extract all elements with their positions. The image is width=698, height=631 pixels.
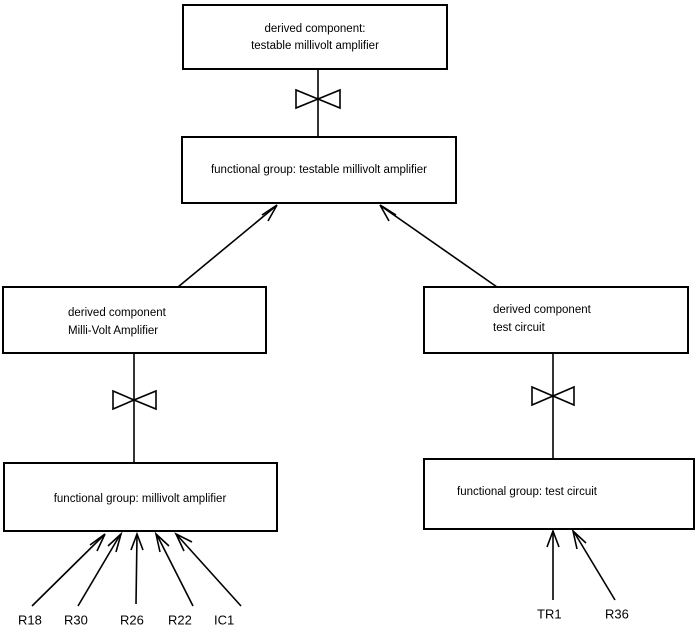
leaf-arrow-head-ic1 <box>174 532 193 552</box>
node-label-fg-test-circuit-line1: functional group: test circuit <box>457 486 598 498</box>
node-box-fg-millivolt-amplifier[interactable] <box>3 462 278 532</box>
leaf-label-r22: R22 <box>168 612 192 627</box>
leaf-arrow-line-r30 <box>77 534 121 607</box>
arrow-head-millivolt-to-testable <box>261 204 278 222</box>
leaf-arrows-test-circuit-group <box>546 528 616 601</box>
leaf-arrow-head-r36 <box>571 528 587 550</box>
leaf-label-tr1: TR1 <box>537 606 562 621</box>
leaf-arrows-millivolt-group <box>31 531 242 607</box>
node-label-derived-testable-line1: derived component: <box>264 23 365 35</box>
node-box-derived-test-circuit[interactable] <box>423 286 689 354</box>
connector-line-millivolt-to-testable <box>177 205 277 288</box>
node-box-derived-testable-millivolt-amplifier[interactable] <box>182 4 448 70</box>
node-label-fg-testable-line1: functional group: testable millivolt amp… <box>211 164 427 176</box>
bowtie-icon-derived-to-fg-test-circuit <box>531 385 575 407</box>
leaf-arrow-line-r26 <box>135 534 138 605</box>
node-box-fg-testable-millivolt-amplifier[interactable] <box>181 136 457 204</box>
leaf-arrow-head-r26 <box>130 531 144 551</box>
connector-line-test-circuit-to-testable <box>380 205 498 288</box>
leaf-label-r30: R30 <box>64 612 88 627</box>
leaf-arrow-line-r36 <box>573 531 616 601</box>
node-fg-millivolt-amplifier[interactable]: functional group: millivolt amplifier <box>3 462 278 532</box>
node-derived-testable-millivolt-amplifier[interactable]: derived component: testable millivolt am… <box>182 4 448 70</box>
node-label-derived-test-circuit-line1: derived component <box>493 304 592 316</box>
bowtie-icon-derived-to-fg-testable <box>295 88 341 110</box>
leaf-arrow-line-ic1 <box>176 534 242 607</box>
node-label-derived-millivolt-line1: derived component <box>68 307 167 319</box>
node-label-derived-test-circuit-line2: test circuit <box>493 322 546 334</box>
leaf-arrow-head-r22 <box>154 531 170 553</box>
node-label-derived-millivolt-line2: Milli-Volt Amplifier <box>68 325 158 337</box>
leaf-arrow-head-r30 <box>107 531 123 553</box>
node-box-derived-milli-volt-amplifier[interactable] <box>2 286 267 354</box>
leaf-labels-layer: R18 R30 R26 R22 IC1 TR1 R36 <box>18 606 629 627</box>
node-fg-test-circuit[interactable]: functional group: test circuit <box>423 458 695 530</box>
node-derived-test-circuit[interactable]: derived component test circuit <box>423 286 689 354</box>
node-box-fg-test-circuit[interactable] <box>423 458 695 530</box>
leaf-label-r26: R26 <box>120 612 144 627</box>
leaf-label-r18: R18 <box>18 612 42 627</box>
node-derived-milli-volt-amplifier[interactable]: derived component Milli-Volt Amplifier <box>2 286 267 354</box>
node-label-fg-millivolt-line1: functional group: millivolt amplifier <box>54 493 227 505</box>
leaf-arrow-head-r18 <box>89 533 106 552</box>
leaf-label-ic1: IC1 <box>214 612 234 627</box>
bowtie-connectors-layer <box>112 88 575 411</box>
bowtie-icon-derived-to-fg-millivolt <box>112 389 157 411</box>
node-label-derived-testable-line2: testable millivolt amplifier <box>251 40 379 52</box>
edges-layer <box>133 70 554 463</box>
arrow-head-test-circuit-to-testable <box>379 204 397 222</box>
leaf-arrow-line-r22 <box>156 534 194 607</box>
leaf-arrow-line-r18 <box>31 534 105 607</box>
nodes-layer: derived component: testable millivolt am… <box>2 4 695 532</box>
node-fg-testable-millivolt-amplifier[interactable]: functional group: testable millivolt amp… <box>181 136 457 204</box>
leaf-label-r36: R36 <box>605 606 629 621</box>
leaf-arrow-head-tr1 <box>546 528 560 548</box>
